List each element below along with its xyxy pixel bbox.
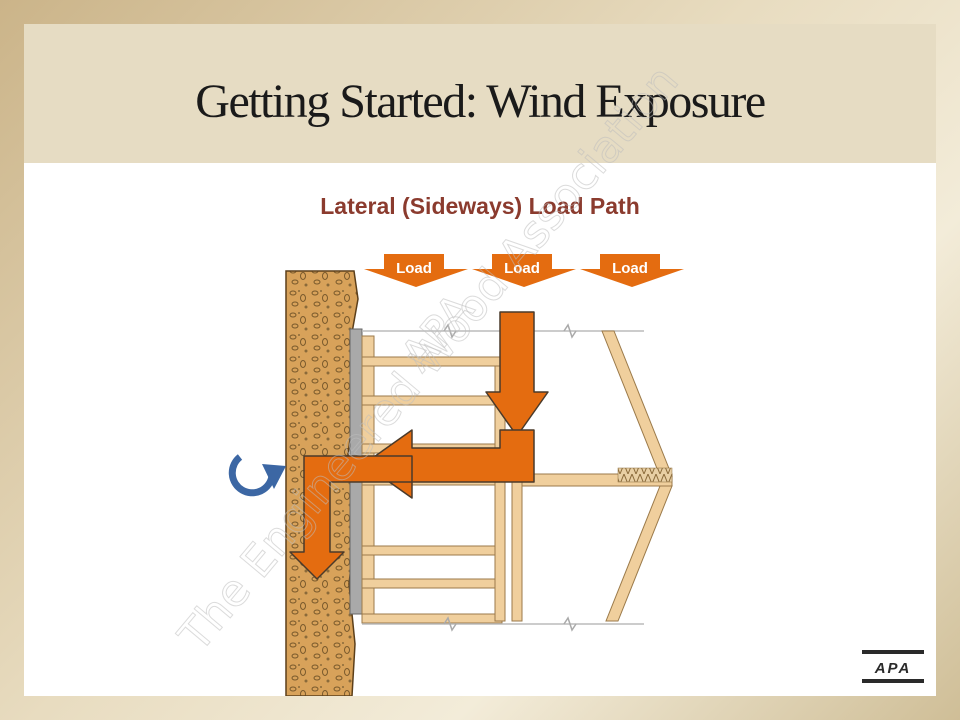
load-label: Load [396, 260, 432, 277]
apa-logo: APA [862, 650, 924, 683]
load-path-arrow [289, 455, 413, 580]
load-arrow-icon [580, 254, 684, 287]
title-band [24, 24, 936, 163]
slide: Getting Started: Wind Exposure Lateral (… [24, 24, 936, 696]
load-label: Load [612, 260, 648, 277]
page-title: Getting Started: Wind Exposure [195, 75, 766, 128]
diagram-subtitle: Lateral (Sideways) Load Path [320, 193, 640, 219]
load-path-arrow [485, 311, 549, 437]
insulation-strip [617, 467, 673, 483]
rotation-arrow-icon [228, 454, 286, 497]
load-arrow-icon [472, 254, 576, 287]
load-path-diagram: Load Load Load [228, 254, 684, 696]
break-lines [443, 323, 577, 632]
load-label: Load [504, 260, 540, 277]
load-arrow-icon [364, 254, 468, 287]
logo-text: APA [874, 660, 912, 677]
load-arrows: Load Load Load [364, 254, 684, 287]
